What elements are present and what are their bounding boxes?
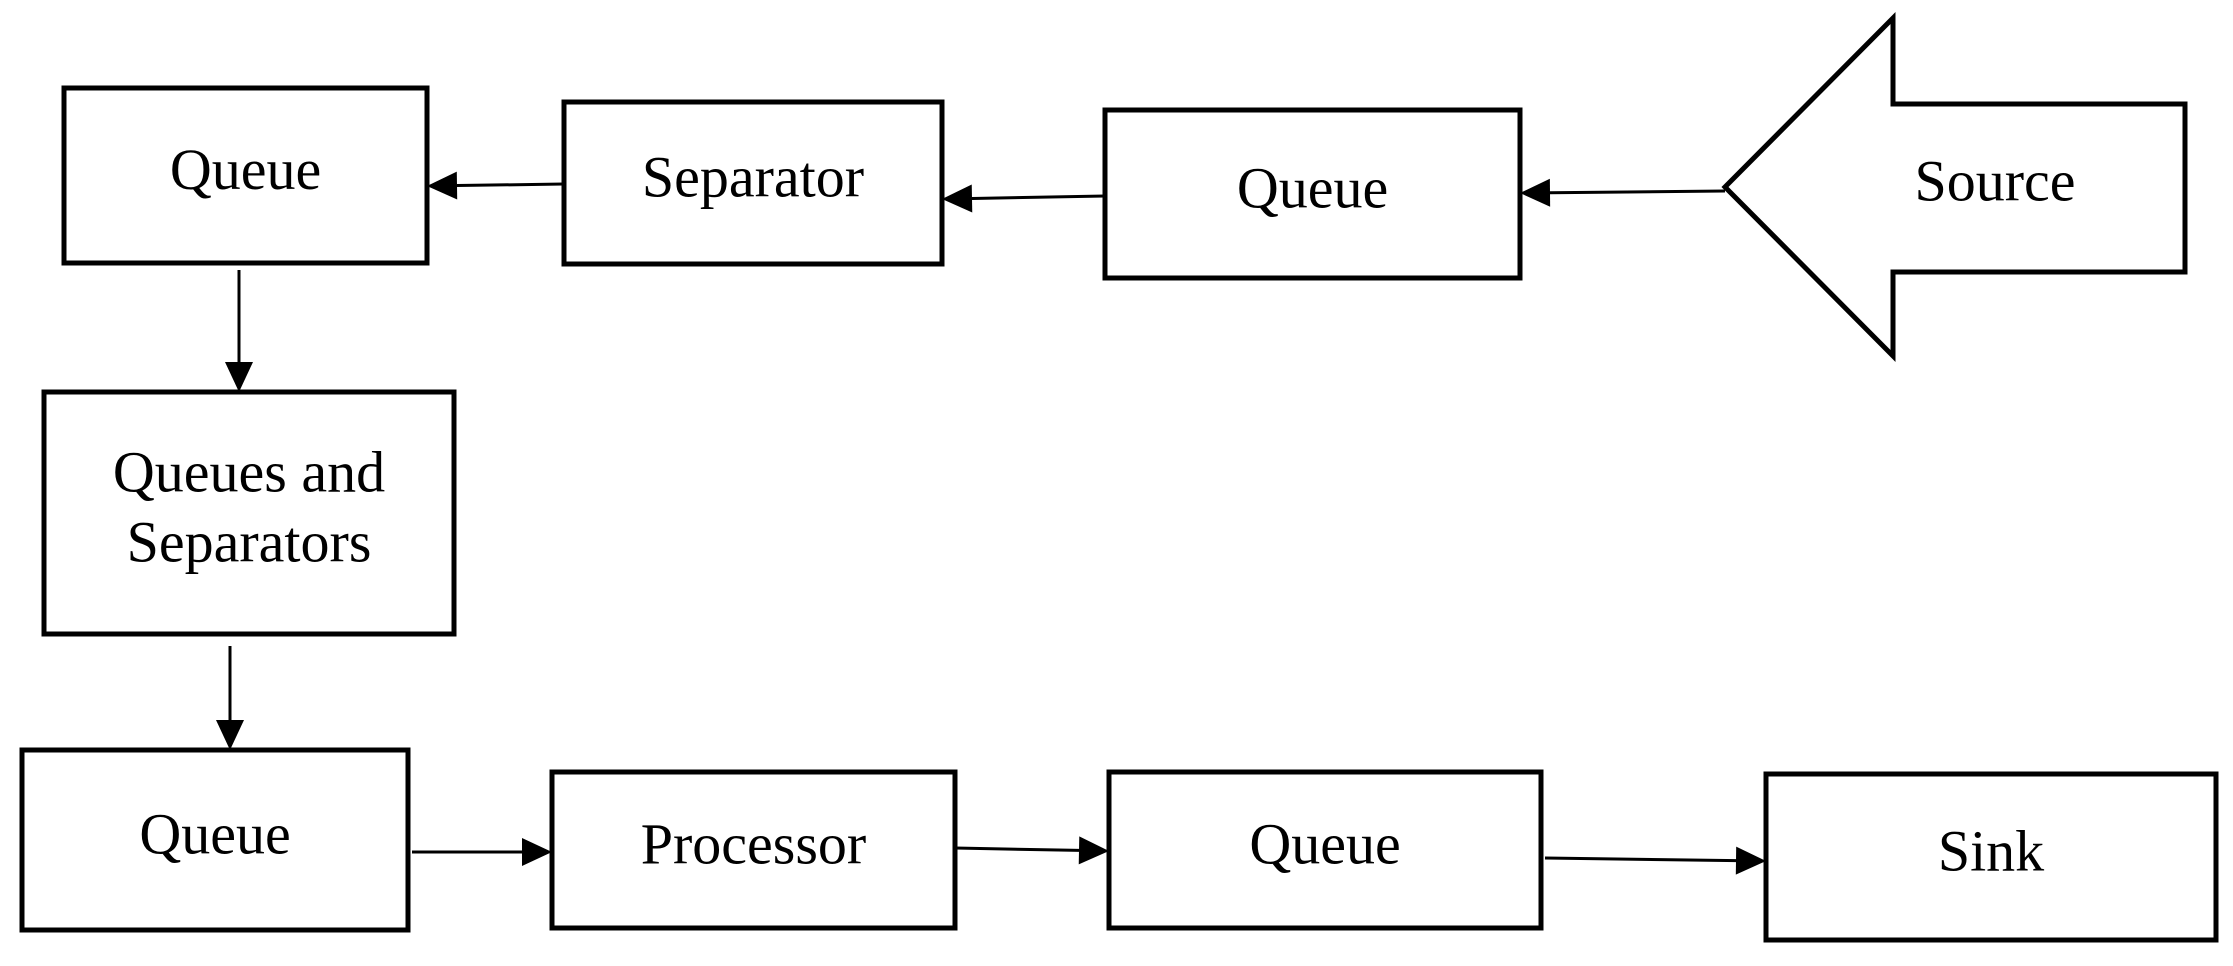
edge-queue-top-left-to-queues-and-separators bbox=[225, 270, 253, 392]
edge-line bbox=[1549, 189, 1726, 195]
node-queue-top-left: Queue bbox=[61, 85, 430, 266]
edge-processor-to-queue-bottom-right bbox=[954, 836, 1109, 865]
arrowhead-icon bbox=[522, 838, 552, 866]
edge-queues-and-separators-to-queue-bottom-left bbox=[216, 646, 244, 750]
node-box bbox=[1763, 771, 2219, 943]
node-box bbox=[41, 389, 457, 637]
node-separator: Separator bbox=[561, 99, 945, 267]
edge-queue-bottom-right-to-sink bbox=[1544, 846, 1766, 875]
node-box bbox=[1102, 107, 1523, 281]
arrowhead-icon bbox=[427, 171, 458, 200]
edge-line bbox=[456, 182, 565, 188]
edge-line bbox=[954, 846, 1080, 852]
arrowhead-icon bbox=[1735, 846, 1766, 875]
arrowhead-icon bbox=[942, 184, 973, 213]
node-label: Queue bbox=[1237, 155, 1388, 220]
arrowhead-icon bbox=[1520, 178, 1551, 207]
node-box bbox=[1106, 769, 1544, 931]
arrowhead-icon bbox=[1078, 836, 1109, 865]
node-label: Queues and bbox=[113, 439, 385, 504]
node-label: Queue bbox=[139, 801, 290, 866]
arrowhead-icon bbox=[225, 362, 253, 392]
edge-separator-to-queue-top-left bbox=[427, 171, 565, 200]
node-queue-bottom-right: Queue bbox=[1106, 769, 1544, 931]
arrowhead-icon bbox=[216, 720, 244, 750]
node-box bbox=[19, 747, 411, 933]
node-label: Separator bbox=[642, 144, 864, 209]
edge-line bbox=[1544, 856, 1737, 863]
node-queue-top-right: Queue bbox=[1102, 107, 1523, 281]
source-arrow-shape bbox=[1721, 11, 2188, 363]
node-queue-bottom-left: Queue bbox=[19, 747, 411, 933]
node-label: Processor bbox=[641, 811, 867, 876]
edge-queue-top-right-to-separator bbox=[942, 184, 1106, 213]
node-sink: Sink bbox=[1763, 771, 2219, 943]
edge-queue-bottom-left-to-processor bbox=[412, 838, 552, 866]
node-box bbox=[61, 85, 430, 266]
edges-layer bbox=[216, 171, 1766, 875]
node-label: Queue bbox=[170, 137, 321, 202]
edge-line bbox=[971, 194, 1106, 200]
node-box bbox=[549, 769, 958, 931]
node-box bbox=[561, 99, 945, 267]
node-processor: Processor bbox=[549, 769, 958, 931]
node-source: Source bbox=[1721, 11, 2188, 363]
edge-source-to-queue-top-right bbox=[1520, 178, 1726, 207]
node-label: Separators bbox=[127, 509, 372, 574]
node-label: Source bbox=[1914, 148, 2075, 213]
node-label: Queue bbox=[1249, 811, 1400, 876]
node-label: Sink bbox=[1938, 818, 2044, 883]
